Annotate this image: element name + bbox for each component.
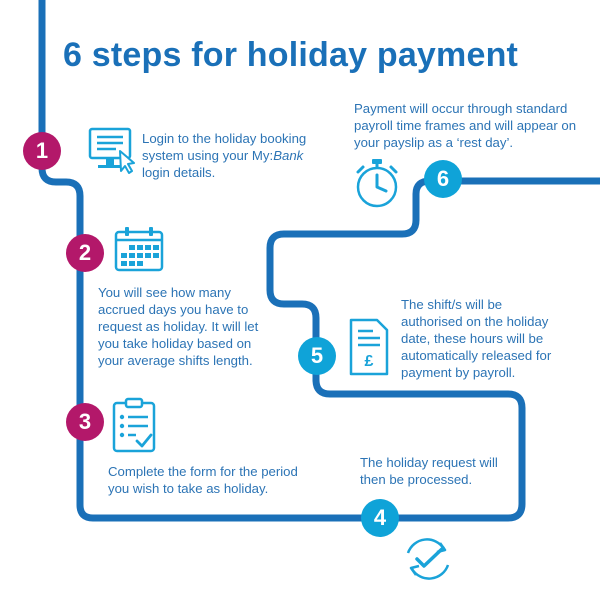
payslip-pound-icon: £ [349, 318, 389, 376]
step-3-text: Complete the form for the period you wis… [108, 464, 298, 496]
computer-cursor-icon [88, 127, 135, 174]
step-1-text: Login to the holiday booking system usin… [142, 131, 307, 180]
refresh-check-icon [406, 538, 450, 580]
step-5-badge: 5 [298, 337, 336, 375]
svg-text:£: £ [365, 353, 374, 370]
page-title: 6 steps for holiday payment [63, 36, 519, 74]
step-1-badge: 1 [23, 132, 61, 170]
step-2-badge: 2 [66, 234, 104, 272]
step-6-text: Payment will occur through standard payr… [354, 101, 577, 150]
checklist-clipboard-icon [112, 397, 156, 453]
step-3-badge: 3 [66, 403, 104, 441]
step-6-badge: 6 [424, 160, 462, 198]
calendar-icon [114, 227, 164, 272]
stopwatch-icon [356, 159, 398, 208]
step-2-text: You will see how many accrued days you h… [98, 285, 259, 368]
step-5-text: The shift/s will be authorised on the ho… [401, 297, 552, 380]
step-4-badge: 4 [361, 499, 399, 537]
step-4-text: The holiday request will then be process… [360, 455, 498, 487]
